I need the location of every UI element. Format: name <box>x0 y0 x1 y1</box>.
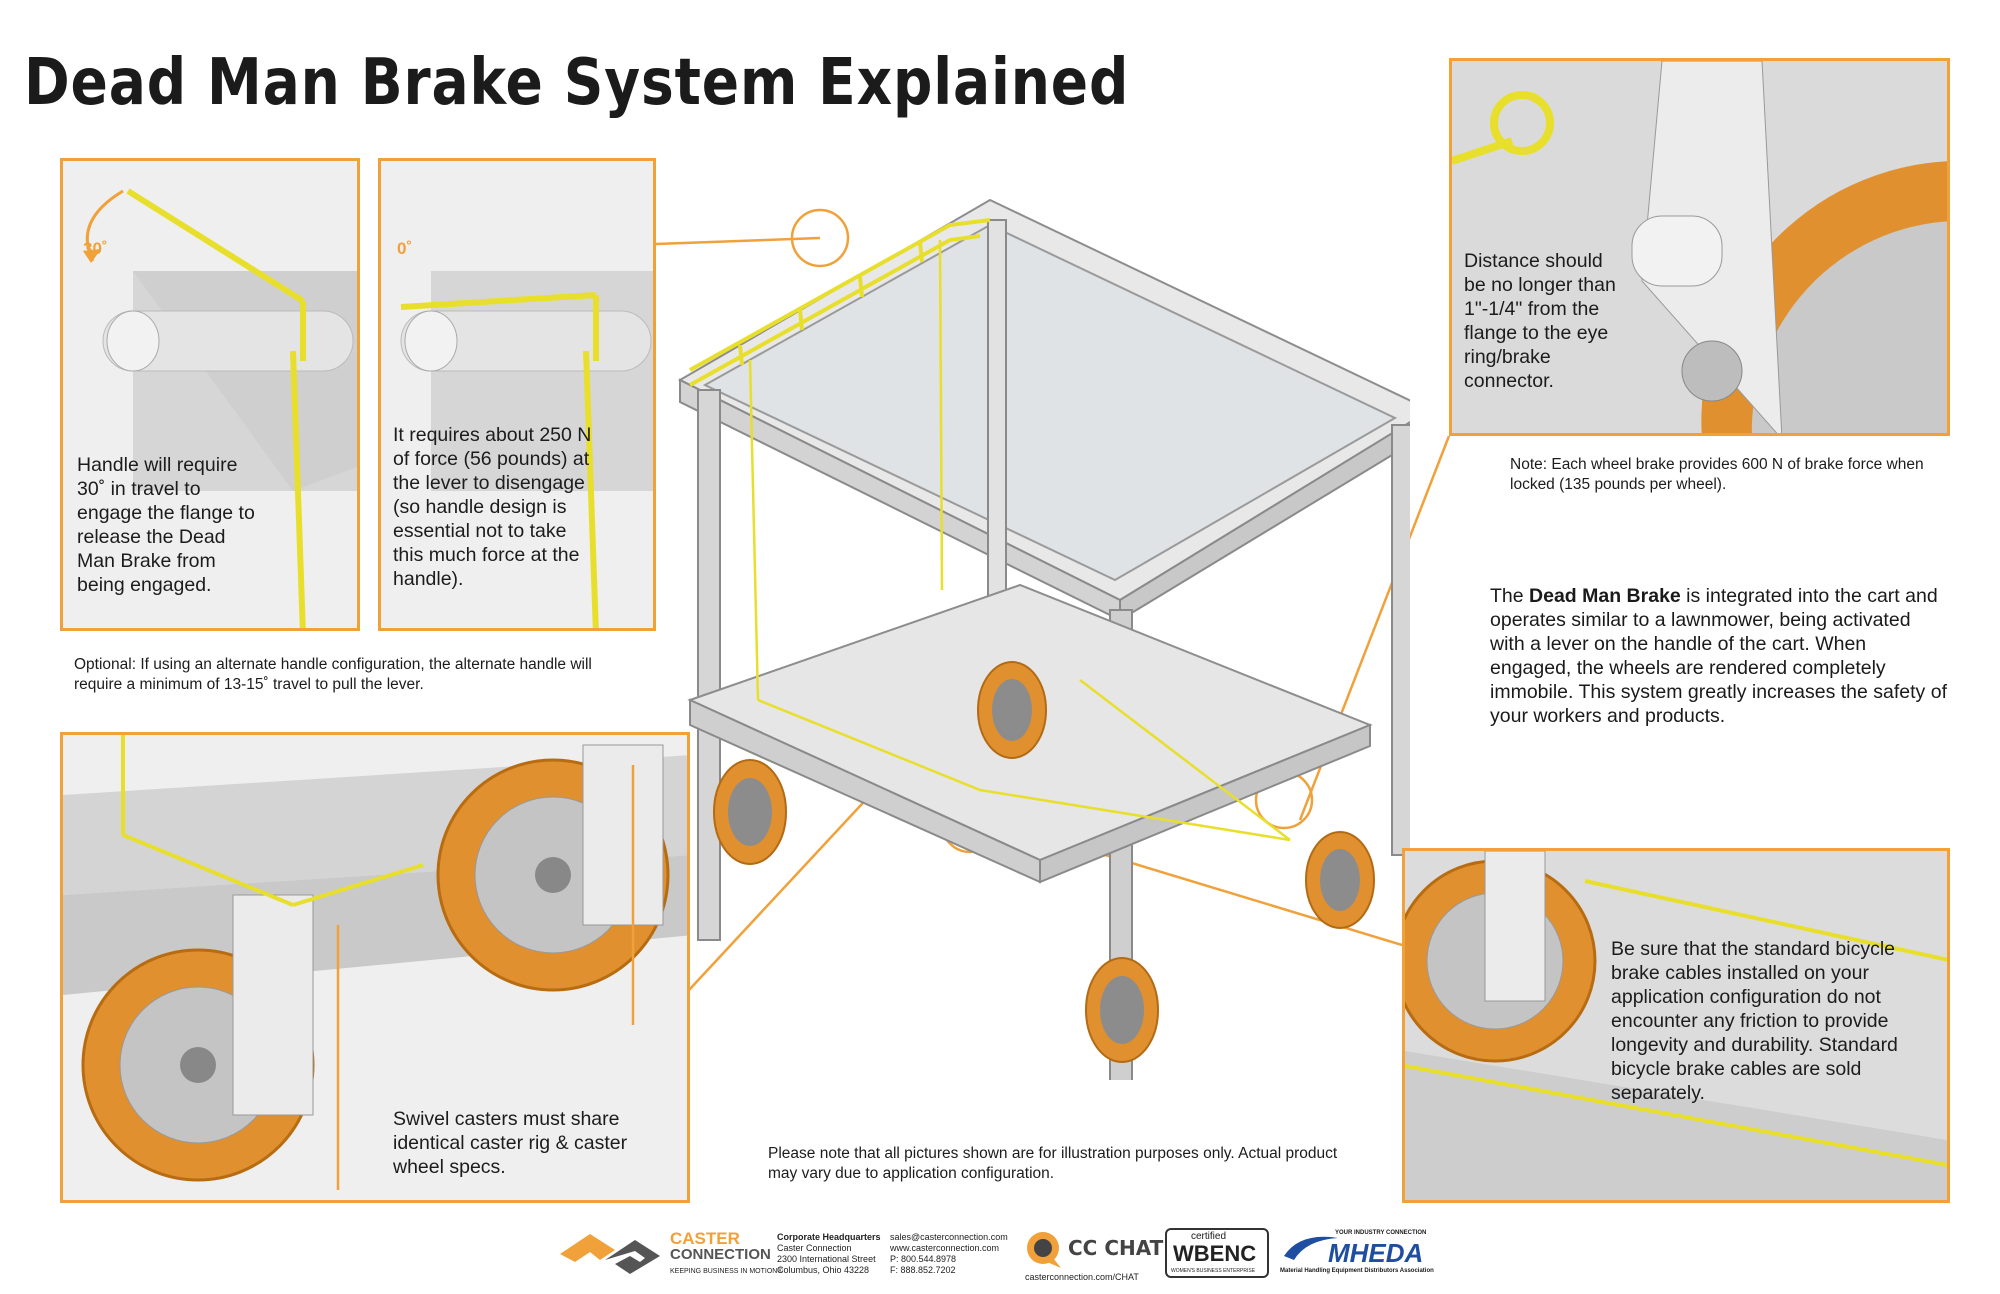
hq-street: 2300 International Street <box>777 1254 876 1264</box>
panel-eye-ring: Distance should be no longer than 1"-1/4… <box>1449 58 1950 436</box>
mheda-label: MHEDA <box>1328 1238 1424 1268</box>
casters-illustration <box>63 735 687 1190</box>
cart-handle <box>689 218 991 387</box>
page-title: Dead Man Brake System Explained <box>24 46 1130 120</box>
hq-title: Corporate Headquarters <box>777 1232 881 1242</box>
footer: CASTER CONNECTION KEEPING BUSINESS IN MO… <box>560 1228 1560 1288</box>
cart-wheels <box>713 661 1375 1063</box>
caster-connection-logo-icon <box>560 1234 660 1274</box>
brand-tagline: KEEPING BUSINESS IN MOTION® <box>670 1268 783 1275</box>
brake-force-note: Note: Each wheel brake provides 600 N of… <box>1510 456 1924 493</box>
eye-ring-text: Distance should be no longer than 1"-1/4… <box>1464 250 1616 392</box>
optional-note: Optional: If using an alternate handle c… <box>74 656 592 693</box>
hq-city: Columbus, Ohio 43228 <box>777 1265 870 1275</box>
handle-30deg-text: Handle will require 30˚ in travel to eng… <box>77 454 255 596</box>
angle-label-0: 0˚ <box>397 239 413 258</box>
cables-illustration <box>1405 851 1947 1200</box>
mheda-top: YOUR INDUSTRY CONNECTION <box>1335 1230 1427 1236</box>
brand-line1: CASTER <box>670 1229 740 1248</box>
casters-text: Swivel casters must share identical cast… <box>393 1108 628 1178</box>
panel-swivel-casters: Swivel casters must share identical cast… <box>60 732 690 1203</box>
panel-handle-30deg: 30˚ Handle will require 30˚ in travel to… <box>60 158 360 631</box>
contact-fax: F: 888.852.7202 <box>890 1265 956 1275</box>
panel-brake-cables: Be sure that the standard bicycle brake … <box>1402 848 1950 1203</box>
angle-label-30: 30˚ <box>83 239 108 258</box>
contact-email[interactable]: sales@casterconnection.com <box>890 1232 1008 1242</box>
cart-illustration <box>677 198 1410 1080</box>
contact-phone: P: 800.544.8978 <box>890 1254 957 1264</box>
wbenc-sub: WOMEN'S BUSINESS ENTERPRISE <box>1171 1268 1256 1274</box>
description-suffix: is integrated into the cart and operates… <box>1490 585 1947 727</box>
callout-circle-handle <box>790 208 850 268</box>
mheda-sub: Material Handling Equipment Distributors… <box>1280 1268 1434 1274</box>
cables-text: Be sure that the standard bicycle brake … <box>1611 938 1898 1104</box>
brake-cables <box>748 239 1291 842</box>
handle-0deg-illustration <box>400 271 653 628</box>
description-bold: Dead Man Brake <box>1529 585 1681 607</box>
hq-name: Caster Connection <box>777 1243 852 1253</box>
description-prefix: The <box>1490 585 1530 607</box>
wbenc-badge: certified WBENC WOMEN'S BUSINESS ENTERPR… <box>1165 1228 1269 1278</box>
panel-handle-0deg: 0˚ It requires about 250 N of force (56 … <box>378 158 656 631</box>
chat-bubble-icon <box>1027 1232 1061 1268</box>
cc-chat-url[interactable]: casterconnection.com/CHAT <box>1025 1272 1139 1282</box>
eye-ring-illustration <box>1452 61 1947 433</box>
wbenc-certified: certified <box>1191 1231 1227 1242</box>
handle-0deg-text: It requires about 250 N of force (56 pou… <box>393 424 592 590</box>
mheda-swoosh-icon <box>1284 1236 1338 1260</box>
handle-30deg-illustration <box>83 188 357 628</box>
brand-line2: CONNECTION <box>670 1246 771 1263</box>
illustration-note: Please note that all pictures shown are … <box>768 1145 1338 1182</box>
cc-chat-label[interactable]: CC CHAT <box>1068 1236 1164 1260</box>
wbenc-label: WBENC <box>1173 1241 1257 1266</box>
contact-web[interactable]: www.casterconnection.com <box>890 1243 1000 1253</box>
dead-man-brake-description: The Dead Man Brake is integrated into th… <box>1490 584 1950 728</box>
